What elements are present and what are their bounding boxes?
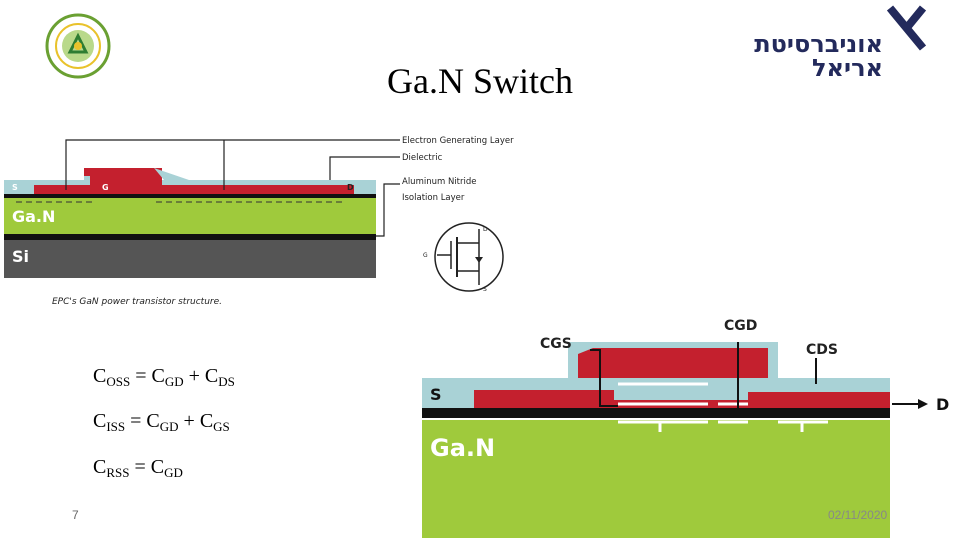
university-name-line2: אריאל [812, 54, 883, 80]
symbol-d-label: D [483, 226, 488, 233]
cap-drain-label: D [936, 395, 949, 414]
page-number: 7 [72, 508, 79, 522]
structure-source-label: S [12, 183, 18, 192]
structure-caption: EPC's GaN power transistor structure. [52, 297, 222, 307]
cgs-label: CGS [540, 336, 572, 352]
symbol-s-label: S [483, 286, 487, 293]
structure-gate-label: G [102, 183, 109, 192]
equation-crss: CRSS = CGD [93, 456, 183, 480]
cap-source-label: S [430, 385, 442, 404]
structure-gan-label: Ga.N [12, 207, 55, 226]
label-isolation-layer: Isolation Layer [402, 193, 465, 203]
gan-structure-diagram: S G D Ga.N Si Electron Generating Layer … [4, 128, 514, 318]
equation-coss: COSS = CGD + CDS [93, 365, 235, 389]
label-electron-layer: Electron Generating Layer [402, 136, 514, 146]
ariel-university-logo: אוניברסיטת אריאל [735, 4, 930, 82]
slide-title: Ga.N Switch [387, 61, 573, 101]
cgd-label: CGD [724, 318, 757, 334]
label-dielectric: Dielectric [402, 153, 443, 163]
cds-label: CDS [806, 342, 838, 358]
university-name-line1: אוניברסיטת [754, 30, 883, 58]
hybrid-energy-seal-logo [38, 12, 118, 80]
symbol-g-label: G [423, 252, 428, 259]
label-aluminum-nitride: Aluminum Nitride [402, 177, 477, 187]
gan-fet-symbol-icon: D G S [423, 222, 504, 293]
gan-capacitance-diagram: CGS CGD CDS S D Ga.N [418, 308, 960, 538]
slide-date: 02/11/2020 [828, 508, 888, 522]
cap-gan-label: Ga.N [430, 434, 495, 462]
structure-drain-label: D [347, 183, 354, 192]
equation-ciss: CISS = CGD + CGS [93, 410, 230, 434]
structure-si-label: Si [12, 247, 29, 266]
